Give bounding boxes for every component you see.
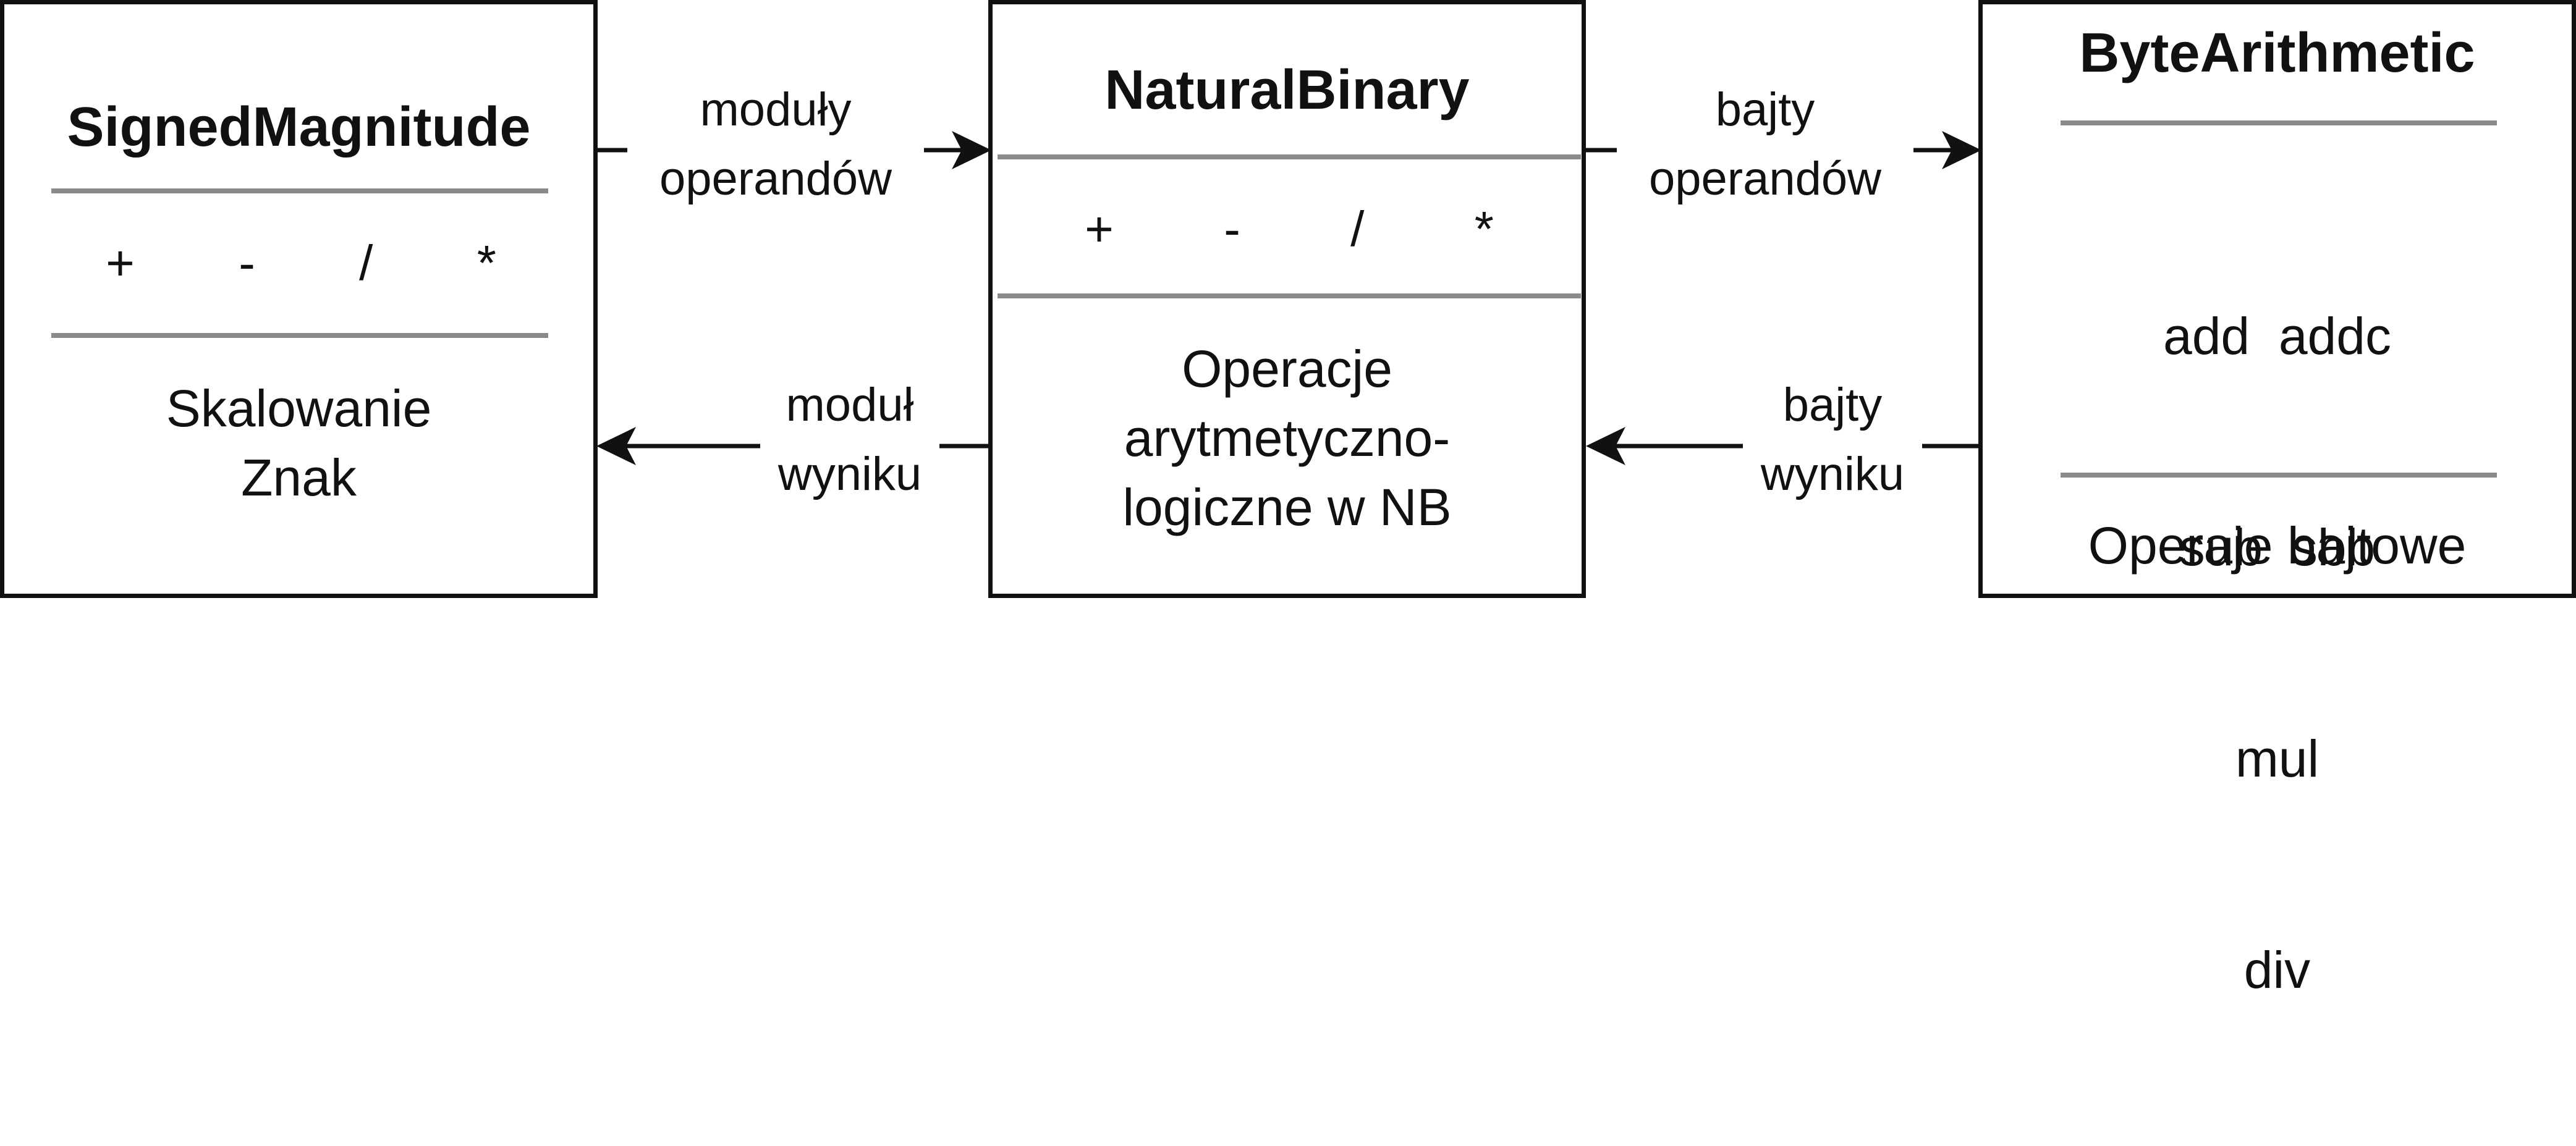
arrowhead-moduly-operandow [952, 131, 991, 169]
separator [998, 154, 1581, 159]
box-byte-arithmetic: ByteArithmetic add addc sub sbb mul div … [1978, 0, 2576, 999]
label-modul-wyniku: moduł wyniku [760, 371, 939, 509]
operation-line: sub sbb [2179, 518, 2376, 576]
operator-div: / [1350, 201, 1365, 256]
operator-add: + [106, 235, 135, 290]
operator-div: / [359, 235, 373, 290]
separator [51, 188, 548, 193]
box-title: NaturalBinary [1104, 59, 1470, 121]
operator-sub: - [1224, 201, 1240, 256]
operation-line: add addc [2163, 307, 2391, 365]
operator-sub: - [239, 235, 255, 290]
operation-line: div [2243, 941, 2311, 999]
label-moduly-operandow: moduły operandów [627, 75, 924, 214]
label-bajty-operandow: bajty operandów [1617, 75, 1913, 214]
box-title: SignedMagnitude [67, 96, 531, 158]
separator [51, 333, 548, 338]
operators-row: + - / * [1030, 201, 1549, 258]
operator-add: + [1085, 201, 1114, 256]
separator [998, 293, 1581, 298]
box-body: Skalowanie Znak [166, 379, 432, 507]
label-bajty-wyniku: bajty wyniku [1743, 371, 1922, 509]
operator-mul: * [1474, 201, 1494, 256]
arrowhead-bajty-operandow [1942, 131, 1981, 169]
box-signed-magnitude: SignedMagnitude + - / * Skalowanie Znak [0, 0, 598, 598]
box-natural-binary: NaturalBinary + - / * Operacje arytmetyc… [988, 0, 1586, 598]
operator-mul: * [477, 235, 496, 290]
box-body: Operaje bajtowe [2088, 516, 2467, 575]
operation-line: mul [2235, 730, 2320, 788]
box-body: Operacje arytmetyczno- logiczne w NB [1122, 340, 1452, 536]
separator [2061, 473, 2497, 478]
arrowhead-modul-wyniku [596, 427, 636, 465]
separator [2061, 120, 2497, 125]
arrowhead-bajty-wyniku [1586, 427, 1625, 465]
operators-row: + - / * [54, 235, 548, 292]
box-title: ByteArithmetic [2079, 22, 2475, 84]
operations-list: add addc sub sbb mul div [1983, 160, 2572, 1146]
